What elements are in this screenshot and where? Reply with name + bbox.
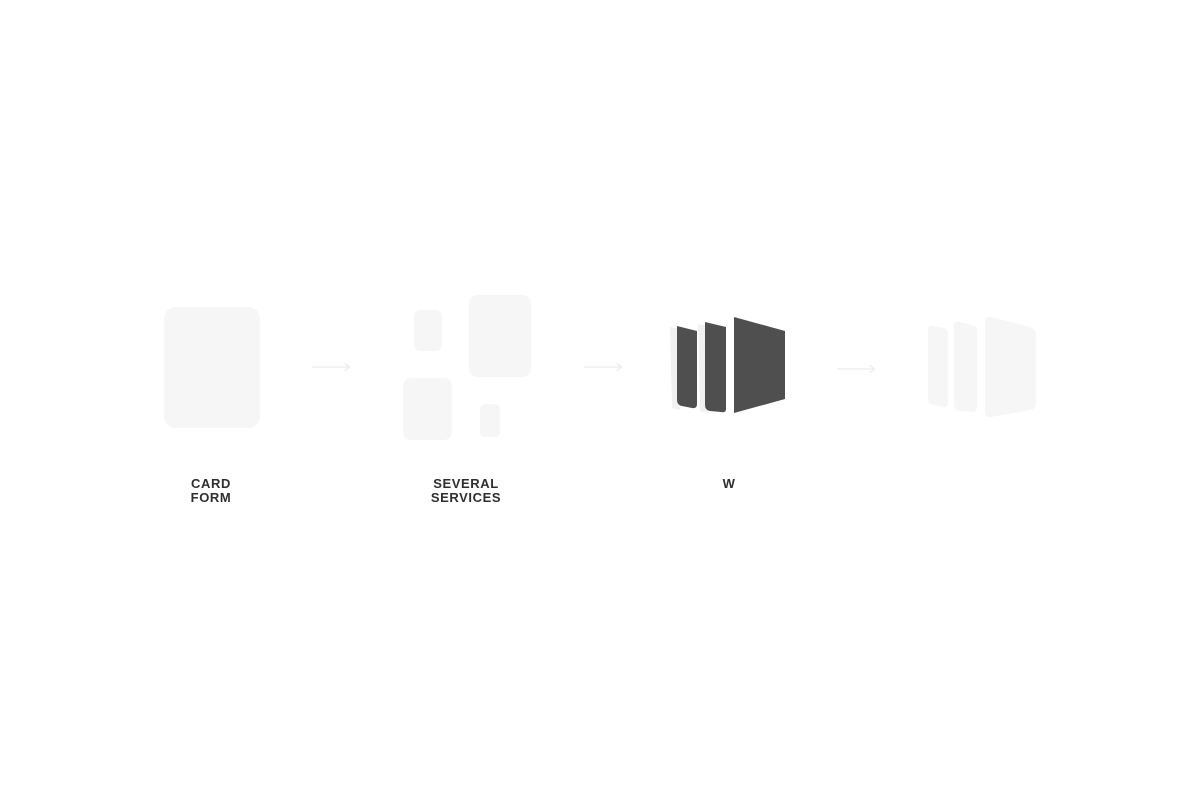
service-card-medium [403, 378, 452, 440]
service-card-small [414, 310, 442, 351]
panel-1 [677, 326, 697, 409]
faded-panel-3 [985, 316, 1036, 418]
faded-panel-1 [928, 325, 948, 408]
service-card-large [469, 295, 531, 377]
step-label-card-form: CARD FORM [111, 477, 311, 505]
arrow-right-icon [584, 363, 623, 371]
step-label-w: W [629, 477, 829, 491]
step-label-line: FORM [190, 490, 232, 505]
faded-panel-2 [954, 321, 977, 412]
arrow-right-icon [312, 363, 351, 371]
arrow-right-icon [837, 365, 876, 373]
stacked-panels-icon [670, 317, 785, 413]
service-card-tiny [480, 404, 500, 437]
panel-3 [734, 317, 785, 413]
step-label-line: CARD [191, 476, 231, 491]
step-label-line: SERVICES [430, 490, 502, 505]
stacked-panels-faded-icon [928, 316, 1036, 418]
step-label-line: SEVERAL [433, 476, 499, 491]
step-label-line: W [722, 476, 736, 491]
panel-2 [705, 322, 726, 413]
step-label-several-services: SEVERAL SERVICES [366, 477, 566, 505]
card-shape-icon [164, 307, 260, 428]
